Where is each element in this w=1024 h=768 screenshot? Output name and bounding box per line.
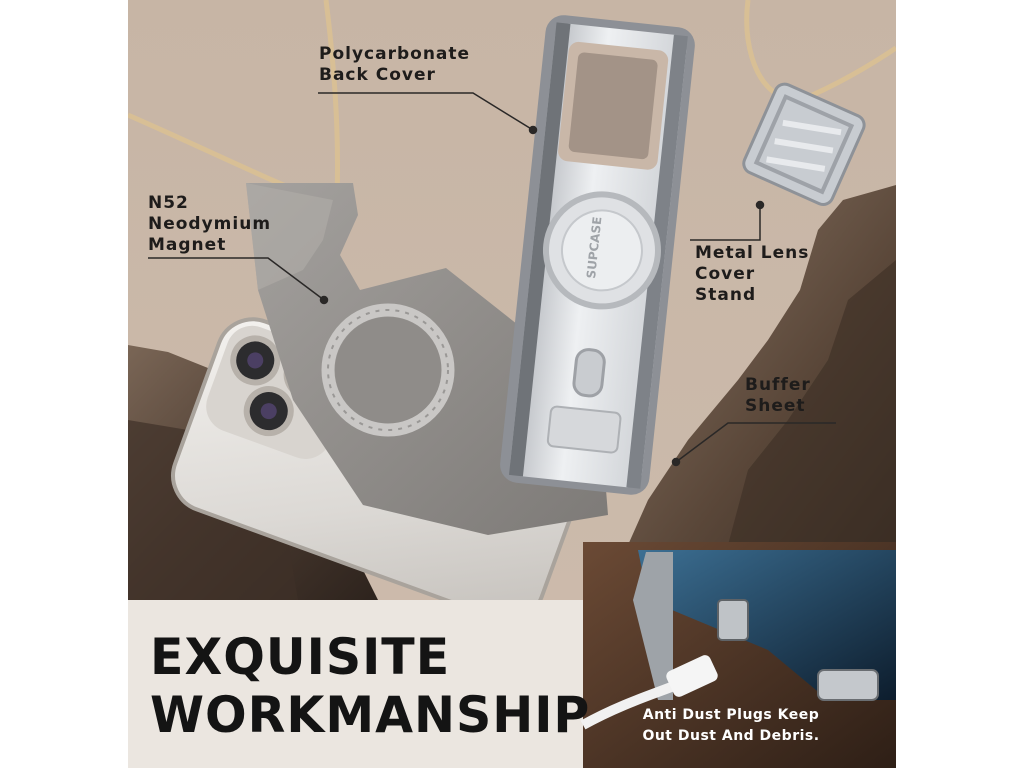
callout-lines bbox=[148, 92, 836, 467]
headline-line-1: EXQUISITE bbox=[150, 628, 451, 686]
product-image: SUPCASE bbox=[128, 0, 896, 768]
case-brand-logo: SUPCASE bbox=[584, 216, 604, 279]
callout-magnet-line-1: N52 bbox=[148, 193, 189, 213]
product-illustration: SUPCASE bbox=[128, 0, 896, 768]
headline-line-2: WORKMANSHIP bbox=[150, 686, 591, 744]
inset-caption: Anti Dust Plugs Keep Out Dust And Debris… bbox=[606, 705, 856, 747]
callout-back-cover: Polycarbonate Back Cover bbox=[319, 44, 470, 86]
callout-back-cover-line-1: Polycarbonate bbox=[319, 44, 471, 64]
callout-buffer-line-2: Sheet bbox=[745, 396, 806, 416]
callout-lens-stand-line-1: Metal Lens bbox=[695, 243, 810, 263]
callout-lens-stand: Metal Lens Cover Stand bbox=[695, 243, 809, 306]
callout-lens-stand-line-3: Stand bbox=[695, 285, 757, 305]
callout-buffer-sheet: Buffer Sheet bbox=[745, 375, 811, 417]
headline: EXQUISITE WORKMANSHIP bbox=[150, 628, 599, 744]
callout-magnet-line-3: Magnet bbox=[148, 235, 227, 255]
inset-caption-line-1: Anti Dust Plugs Keep bbox=[642, 707, 820, 723]
callout-lens-stand-line-2: Cover bbox=[695, 264, 756, 284]
inset-caption-line-2: Out Dust And Debris. bbox=[642, 728, 820, 744]
callout-magnet-line-2: Neodymium bbox=[148, 214, 272, 234]
callout-buffer-line-1: Buffer bbox=[745, 375, 811, 395]
callout-magnet: N52 Neodymium Magnet bbox=[148, 193, 271, 256]
dust-plug-inset bbox=[580, 542, 896, 768]
callout-back-cover-line-2: Back Cover bbox=[319, 65, 436, 85]
